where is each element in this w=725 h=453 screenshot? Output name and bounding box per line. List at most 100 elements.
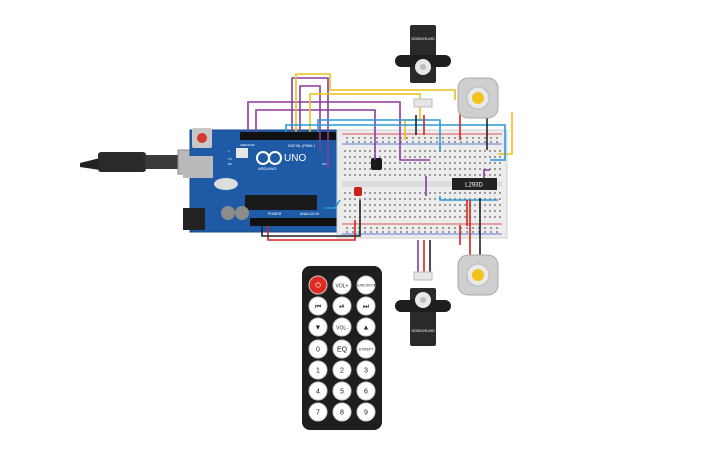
remote-button-nine[interactable]: 9 xyxy=(356,402,376,422)
remote-button-power[interactable]: ⏻ xyxy=(308,275,328,295)
remote-button-play-pause[interactable]: ⏯ xyxy=(332,296,352,316)
breadboard-hole xyxy=(494,204,496,206)
rail-hole xyxy=(394,137,396,139)
remote-button-func-stop[interactable]: FUNC/STOP xyxy=(356,275,377,295)
rail-hole xyxy=(442,137,444,139)
remote-button-prev[interactable]: ⏮ xyxy=(308,296,328,316)
rail-hole xyxy=(406,141,408,143)
breadboard-hole xyxy=(419,174,421,176)
rail-hole xyxy=(460,231,462,233)
breadboard-hole xyxy=(359,174,361,176)
breadboard-hole xyxy=(494,174,496,176)
remote-button-five[interactable]: 5 xyxy=(332,381,352,401)
breadboard-hole xyxy=(419,168,421,170)
breadboard-hole xyxy=(354,168,356,170)
remote-button-eight[interactable]: 8 xyxy=(332,402,352,422)
breadboard-hole xyxy=(389,162,391,164)
breadboard-hole xyxy=(469,156,471,158)
rail-hole xyxy=(358,141,360,143)
ir-receiver xyxy=(371,158,382,170)
rail-hole xyxy=(346,137,348,139)
remote-button-six[interactable]: 6 xyxy=(356,381,376,401)
remote-button-eq[interactable]: EQ xyxy=(332,339,352,359)
breadboard-hole xyxy=(439,216,441,218)
rail-hole xyxy=(454,227,456,229)
rail-hole xyxy=(496,227,498,229)
rail-hole xyxy=(400,227,402,229)
breadboard-hole xyxy=(414,168,416,170)
breadboard-hole xyxy=(454,156,456,158)
remote-button-vol-down[interactable]: VOL- xyxy=(332,317,352,337)
breadboard-hole xyxy=(359,168,361,170)
breadboard-hole xyxy=(459,210,461,212)
rail-hole xyxy=(430,141,432,143)
breadboard-hole xyxy=(489,162,491,164)
breadboard-hole xyxy=(424,174,426,176)
remote-button-next[interactable]: ⏭ xyxy=(356,296,376,316)
breadboard-hole xyxy=(389,204,391,206)
breadboard-hole xyxy=(419,156,421,158)
breadboard-hole xyxy=(379,204,381,206)
breadboard-hole xyxy=(359,150,361,152)
breadboard-hole xyxy=(389,216,391,218)
breadboard-hole xyxy=(369,150,371,152)
breadboard-hole xyxy=(484,174,486,176)
breadboard-hole xyxy=(349,150,351,152)
remote-button-up[interactable]: ▲ xyxy=(356,317,376,337)
breadboard-hole xyxy=(434,156,436,158)
remote-button-four[interactable]: 4 xyxy=(308,381,328,401)
reset-button[interactable] xyxy=(197,133,207,143)
breadboard-hole xyxy=(474,204,476,206)
remote-button-one[interactable]: 1 xyxy=(308,360,328,380)
breadboard-hole xyxy=(439,210,441,212)
remote-button-two[interactable]: 2 xyxy=(332,360,352,380)
breadboard-hole xyxy=(459,192,461,194)
remote-button-label: 5 xyxy=(340,389,344,396)
remote-button-st-rept[interactable]: ST/REPT xyxy=(356,339,376,359)
rail-hole xyxy=(406,137,408,139)
breadboard-hole xyxy=(429,156,431,158)
breadboard-hole xyxy=(374,198,376,200)
breadboard-hole xyxy=(394,150,396,152)
remote-button-zero[interactable]: 0 xyxy=(308,339,328,359)
rail-hole xyxy=(424,227,426,229)
rail-hole xyxy=(412,231,414,233)
arduino-uno-board: UNO ARDUINO DIGITAL (PWM~) POWER ANALOG … xyxy=(183,128,341,233)
breadboard-hole xyxy=(424,204,426,206)
rail-hole xyxy=(418,231,420,233)
remote-button-seven[interactable]: 7 xyxy=(308,402,328,422)
breadboard-hole xyxy=(444,162,446,164)
breadboard-hole xyxy=(449,216,451,218)
rail-hole xyxy=(496,231,498,233)
remote-button-label: 0 xyxy=(316,347,320,354)
breadboard-hole xyxy=(364,168,366,170)
breadboard-hole xyxy=(459,198,461,200)
breadboard-hole xyxy=(444,210,446,212)
breadboard-hole xyxy=(499,156,501,158)
breadboard-hole xyxy=(404,174,406,176)
breadboard-hole xyxy=(404,168,406,170)
remote-button-label: 8 xyxy=(340,410,344,417)
breadboard-hole xyxy=(444,216,446,218)
remote-button-vol-up[interactable]: VOL+ xyxy=(332,275,352,295)
remote-button-label: 4 xyxy=(316,389,320,396)
rail-hole xyxy=(388,231,390,233)
rail-hole xyxy=(382,141,384,143)
remote-button-three[interactable]: 3 xyxy=(356,360,376,380)
gnd-label: GND xyxy=(248,143,256,147)
breadboard-hole xyxy=(369,204,371,206)
rail-hole xyxy=(466,137,468,139)
breadboard-hole xyxy=(474,198,476,200)
breadboard-hole xyxy=(344,204,346,206)
remote-button-label: 2 xyxy=(340,368,344,375)
breadboard-hole xyxy=(389,168,391,170)
breadboard-hole xyxy=(414,192,416,194)
breadboard-hole xyxy=(484,162,486,164)
breadboard-hole xyxy=(344,162,346,164)
remote-button-down[interactable]: ▼ xyxy=(308,317,328,337)
rx-label: RX xyxy=(228,162,232,166)
breadboard-hole xyxy=(354,162,356,164)
led xyxy=(354,187,362,196)
breadboard-hole xyxy=(344,156,346,158)
breadboard-hole xyxy=(399,174,401,176)
